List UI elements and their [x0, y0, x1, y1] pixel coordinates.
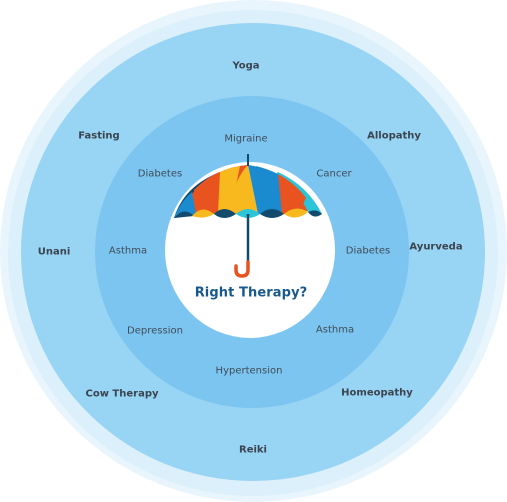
condition-diabetes-left: Diabetes — [137, 168, 183, 180]
therapy-reiki: Reiki — [239, 444, 267, 456]
center-title: Right Therapy? — [194, 285, 308, 301]
condition-cancer: Cancer — [316, 168, 352, 180]
umbrella-handle — [234, 260, 250, 278]
therapy-homeopathy: Homeopathy — [341, 387, 413, 399]
umbrella-scallops — [174, 208, 322, 218]
umbrella-icon — [174, 154, 322, 278]
condition-depression: Depression — [127, 325, 183, 337]
condition-asthma-left: Asthma — [108, 245, 148, 257]
therapy-ayurveda: Ayurveda — [409, 241, 463, 253]
umbrella-canopy — [174, 165, 322, 218]
condition-migraine: Migraine — [224, 133, 268, 145]
condition-hypertension: Hypertension — [215, 365, 283, 377]
therapy-yoga: Yoga — [232, 60, 260, 72]
condition-asthma-right: Asthma — [315, 324, 355, 336]
therapy-fasting: Fasting — [78, 130, 120, 142]
condition-diabetes-right: Diabetes — [345, 245, 391, 257]
therapy-allopathy: Allopathy — [367, 130, 421, 142]
therapy-cow-therapy: Cow Therapy — [85, 388, 159, 400]
therapy-unani: Unani — [37, 246, 71, 258]
